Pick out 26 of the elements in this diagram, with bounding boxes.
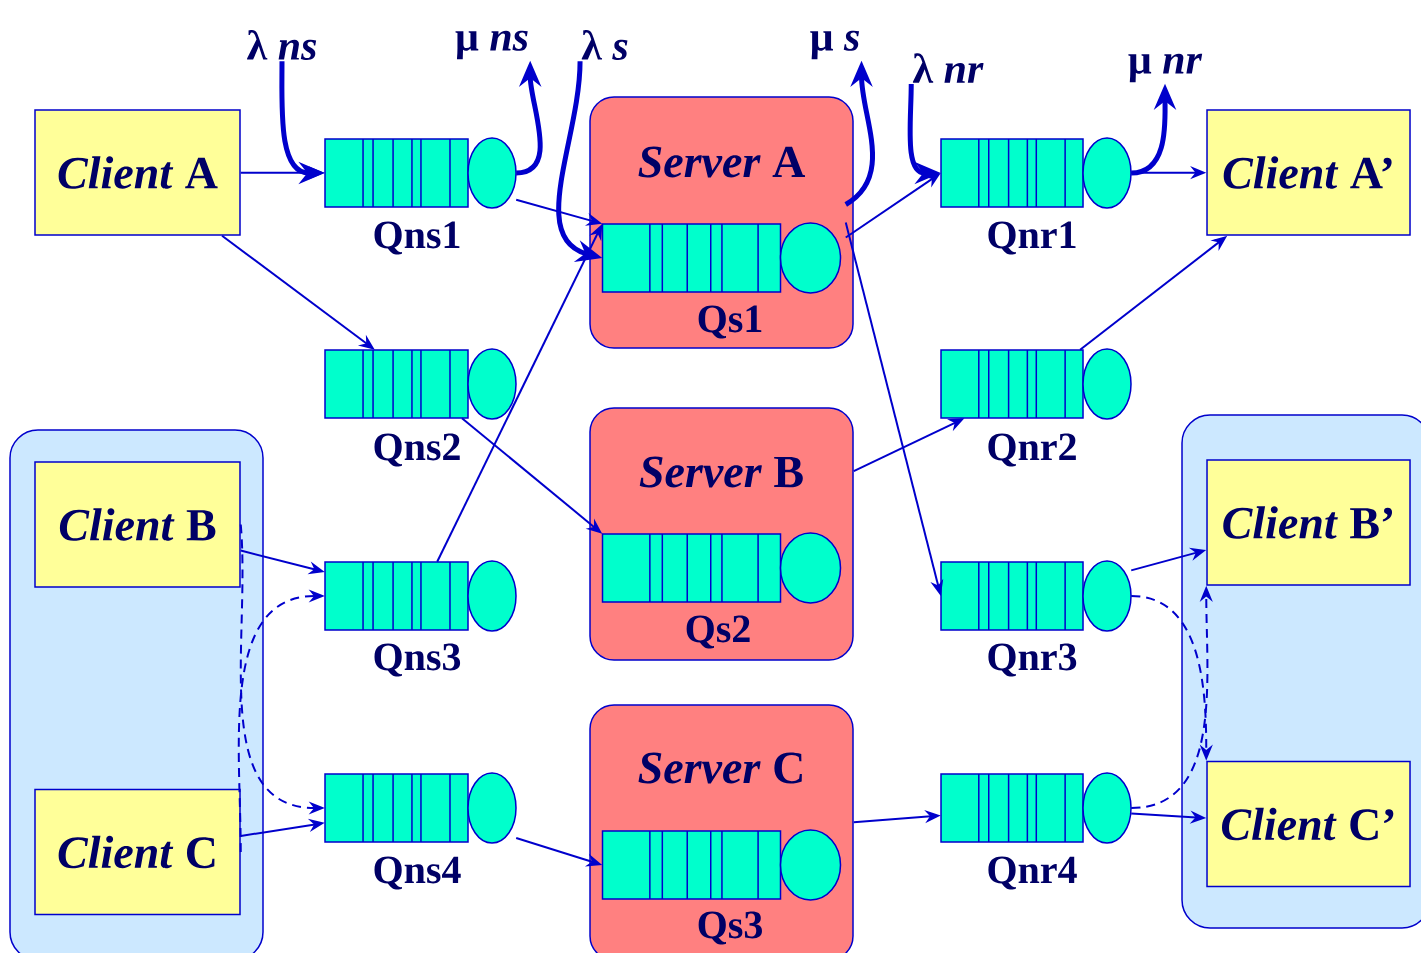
rate-label: μ nr <box>1128 53 1203 83</box>
client-box: Client A <box>34 109 241 236</box>
queue-label: Qns4 <box>374 856 461 890</box>
queue-label: Qnr2 <box>988 433 1076 467</box>
server-title: Server B <box>639 456 803 488</box>
client-box: Client A’ <box>1206 109 1411 236</box>
rate-label: λ nr <box>912 53 984 83</box>
queue-label: Qnr4 <box>988 856 1077 890</box>
client-box: Client C’ <box>1206 760 1411 888</box>
client-box: Client C <box>34 788 241 916</box>
server-title: Server C <box>638 752 802 784</box>
queue-label: Qnr1 <box>988 221 1076 255</box>
server-title: Server A <box>638 146 805 178</box>
rate-label: λ ns <box>247 30 317 60</box>
queue-label: Qs3 <box>698 911 762 945</box>
queue-label: Qns2 <box>374 433 460 467</box>
client-box: Client B’ <box>1206 459 1411 586</box>
queue-label: Qnr3 <box>988 643 1077 677</box>
queue-label: Qs2 <box>686 615 750 649</box>
client-box: Client B <box>34 461 241 588</box>
rate-label: λ s <box>581 30 628 60</box>
queue-label: Qs1 <box>698 305 762 339</box>
rate-label: μ ns <box>455 30 528 60</box>
rate-label: μ s <box>810 30 860 60</box>
queue-label: Qns1 <box>374 221 460 255</box>
queue-label: Qns3 <box>374 643 461 677</box>
